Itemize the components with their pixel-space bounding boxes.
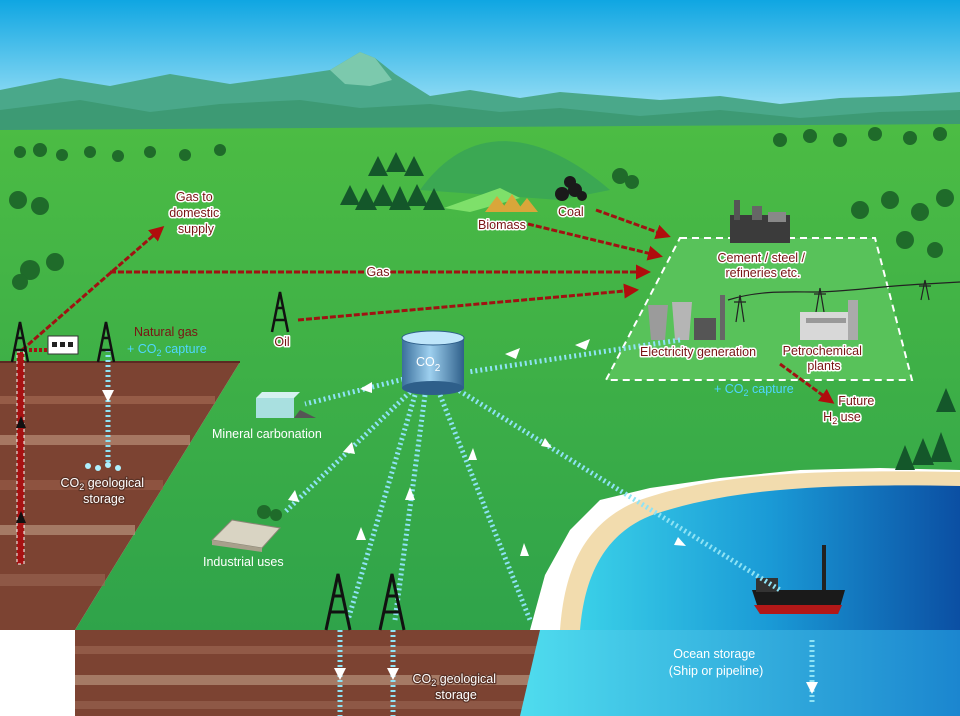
label-gas: Gas <box>367 265 390 279</box>
tree-clusters <box>9 127 954 290</box>
tanker-ship <box>752 545 845 614</box>
petrochemical-plant <box>800 300 858 340</box>
label-ocean-storage: Ocean storage (Ship or pipeline) <box>669 647 764 678</box>
storage-bubbles-left <box>85 462 121 471</box>
derrick-storage-left <box>324 573 352 631</box>
biomass-piles <box>485 194 538 212</box>
coal-pile <box>555 176 587 201</box>
label-oil: Oil <box>274 335 289 349</box>
derrick-natural-gas-right <box>96 321 116 363</box>
label-future-h2: Future H2 use <box>823 394 878 426</box>
fossil-flows <box>21 208 835 404</box>
label-gas-to-domestic: Gas to domestic supply <box>169 190 223 236</box>
label-biomass: Biomass <box>478 218 526 232</box>
cement-plant <box>730 200 790 243</box>
co2-tank <box>401 330 465 395</box>
label-industrial-uses: Industrial uses <box>203 555 284 569</box>
derrick-storage-right <box>378 573 406 631</box>
biomass-field <box>444 188 520 212</box>
co2-flow-arrowheads <box>102 339 818 694</box>
right-pines <box>895 388 956 470</box>
label-cement: Cement / steel / refineries etc. <box>717 251 808 280</box>
gas-processing-windows <box>52 342 73 347</box>
label-electricity: Electricity generation <box>640 345 756 359</box>
label-mineral-carbonation: Mineral carbonation <box>212 427 322 441</box>
label-geo-storage-left: CO2 geological storage <box>60 476 147 506</box>
hill <box>420 141 610 200</box>
label-co2-tank: CO2 <box>416 355 441 374</box>
industrial-greenhouse <box>210 505 282 552</box>
ocean <box>520 471 960 716</box>
derrick-oil <box>270 291 290 333</box>
label-coal: Coal <box>558 205 584 219</box>
label-natural-gas: Natural gas <box>134 325 198 339</box>
derrick-natural-gas-left <box>10 321 30 363</box>
geology-bottom <box>75 630 580 716</box>
power-plant <box>648 295 725 340</box>
label-natural-gas-capture: + CO2 capture <box>127 342 207 358</box>
industrial-zone <box>604 237 914 381</box>
label-plants-capture: + CO2 capture <box>714 382 794 398</box>
power-lines <box>727 279 960 323</box>
mineral-carbonation-building <box>256 392 316 418</box>
label-geo-storage-bottom: CO2 geological storage <box>412 672 499 702</box>
label-petrochemical: Petrochemical plants <box>783 344 866 373</box>
pine-forest <box>340 152 445 210</box>
